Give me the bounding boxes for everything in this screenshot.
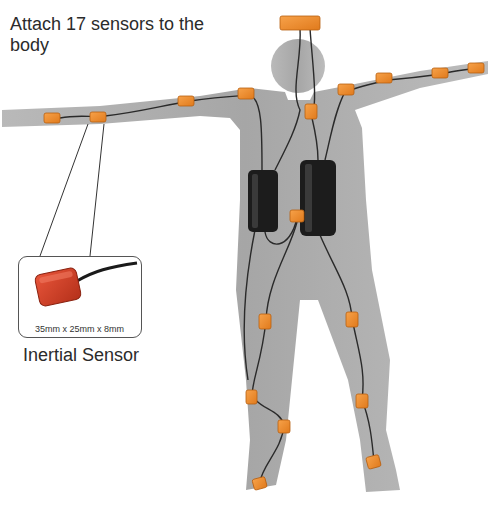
- sensor-caption: Inertial Sensor: [23, 345, 139, 366]
- sensor-wires: [60, 28, 480, 482]
- annotation-text: Attach 17 sensors to the body: [10, 14, 240, 55]
- battery-units: [248, 160, 336, 236]
- body-silhouette: [2, 39, 488, 492]
- inertial-sensors: [44, 16, 484, 490]
- dimension-text: 35mm x 25mm x 8mm: [35, 324, 124, 334]
- sensor-picture: [19, 257, 139, 317]
- sensor-inset: 35mm x 25mm x 8mmInertial Sensor: [18, 256, 142, 338]
- leader-lines: [40, 124, 104, 256]
